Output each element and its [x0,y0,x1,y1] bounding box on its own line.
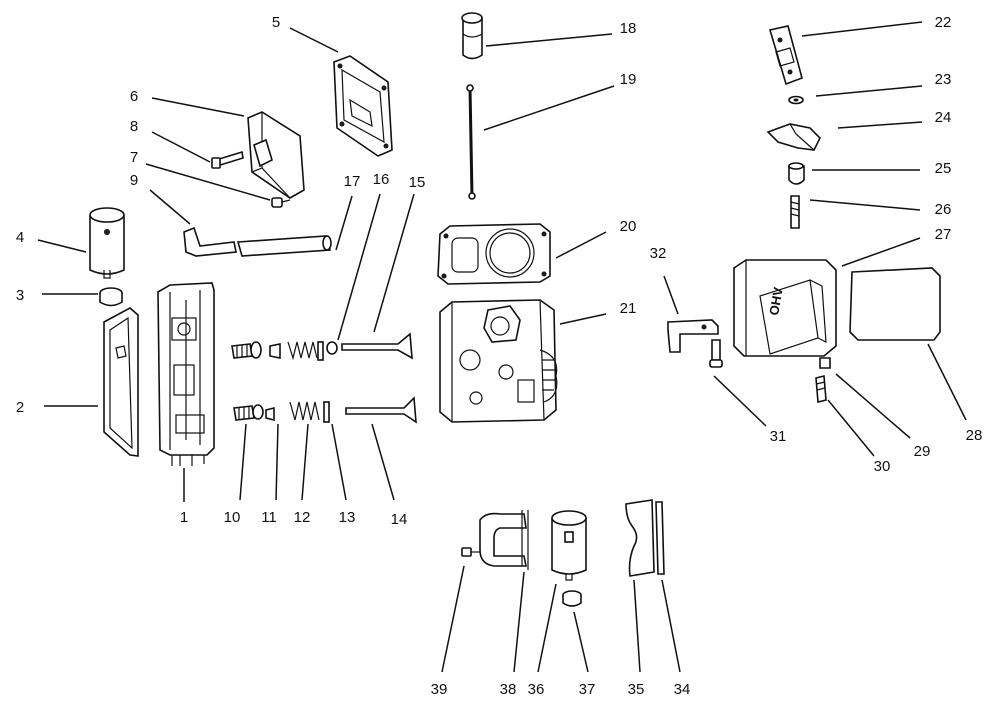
part-3-cap [99,287,123,307]
callout-28: 28 [966,427,983,444]
part-15-intake-valve [341,332,413,360]
part-6-breather-housing [247,111,305,199]
callout-11: 11 [261,509,277,526]
part-21-cylinder-head [439,299,558,423]
part-17-breather-tube [236,235,332,257]
callout-6: 6 [130,88,138,105]
callout-labels: 1 2 3 4 5 6 7 8 9 10 11 12 13 14 15 16 1… [16,14,983,698]
part-28-cover-gasket [849,267,941,341]
part-9-elbow-hose [183,226,237,257]
part-22-plate [768,25,803,86]
part-37-cap [562,590,582,607]
callout-12: 12 [294,509,311,526]
part-30-breather-fitting [815,374,827,404]
part-39-screw [461,547,480,557]
part-24-rocker-arm [766,123,821,151]
part-14-exhaust-valve [345,396,417,424]
callout-21: 21 [620,300,637,317]
part-35-shield [625,499,655,577]
part-19-push-rod [466,84,476,200]
leader-lines [37,21,967,673]
part-32-bracket [667,319,719,353]
callout-24: 24 [935,109,952,126]
part-16-valve-cap [326,341,338,355]
part-23-washer [788,95,804,105]
callout-2: 2 [16,399,24,416]
part-26-rocker-stud [790,195,800,229]
callout-39: 39 [431,681,448,698]
part-8-bolt [211,150,244,169]
callout-19: 19 [620,71,637,88]
callout-13: 13 [339,509,356,526]
part-36-filter-canister [551,510,587,581]
callout-4: 4 [16,229,24,246]
callout-34: 34 [674,681,691,698]
callout-35: 35 [628,681,645,698]
valve-cover-logo: OHV [766,286,786,317]
callout-9: 9 [130,172,138,189]
callout-18: 18 [620,20,637,37]
part-25-pivot-ball [788,162,805,185]
callout-23: 23 [935,71,952,88]
callout-8: 8 [130,118,138,135]
part-38-bracket-clamp [479,510,529,570]
callout-27: 27 [935,226,952,243]
callout-3: 3 [16,287,24,304]
callout-20: 20 [620,218,637,235]
callout-15: 15 [409,174,426,191]
callout-38: 38 [500,681,517,698]
part-13-seal [317,341,330,423]
part-12-valve-spring [287,341,320,421]
callout-1: 1 [180,509,188,526]
part-4-filter-canister [89,207,125,279]
callout-26: 26 [935,201,952,218]
callout-14: 14 [391,511,408,528]
callout-37: 37 [579,681,596,698]
callout-32: 32 [650,245,667,262]
part-27-valve-cover: OHV [733,259,837,357]
callout-29: 29 [914,443,931,460]
callout-25: 25 [935,160,952,177]
callout-10: 10 [224,509,241,526]
part-31-bolt [709,339,723,368]
part-1-crankcase-block [157,282,215,466]
callout-36: 36 [528,681,545,698]
part-11-retainer [250,341,281,422]
part-34-gasket-strip [655,501,665,575]
callout-30: 30 [874,458,891,475]
part-2-gasket-plate [103,307,139,457]
part-29-nut [819,357,831,369]
part-18-tappet [461,12,483,60]
part-20-head-gasket [437,223,551,285]
callout-5: 5 [272,14,280,31]
part-7-screw [271,197,291,208]
part-10-valve-lock-upper [231,343,253,359]
part-5-cover-plate [333,55,393,157]
callout-17: 17 [344,173,361,190]
callout-16: 16 [373,171,390,188]
part-10-valve-lock-lower [233,404,264,421]
callout-31: 31 [770,428,787,445]
callout-22: 22 [935,14,952,31]
callout-7: 7 [130,149,138,166]
